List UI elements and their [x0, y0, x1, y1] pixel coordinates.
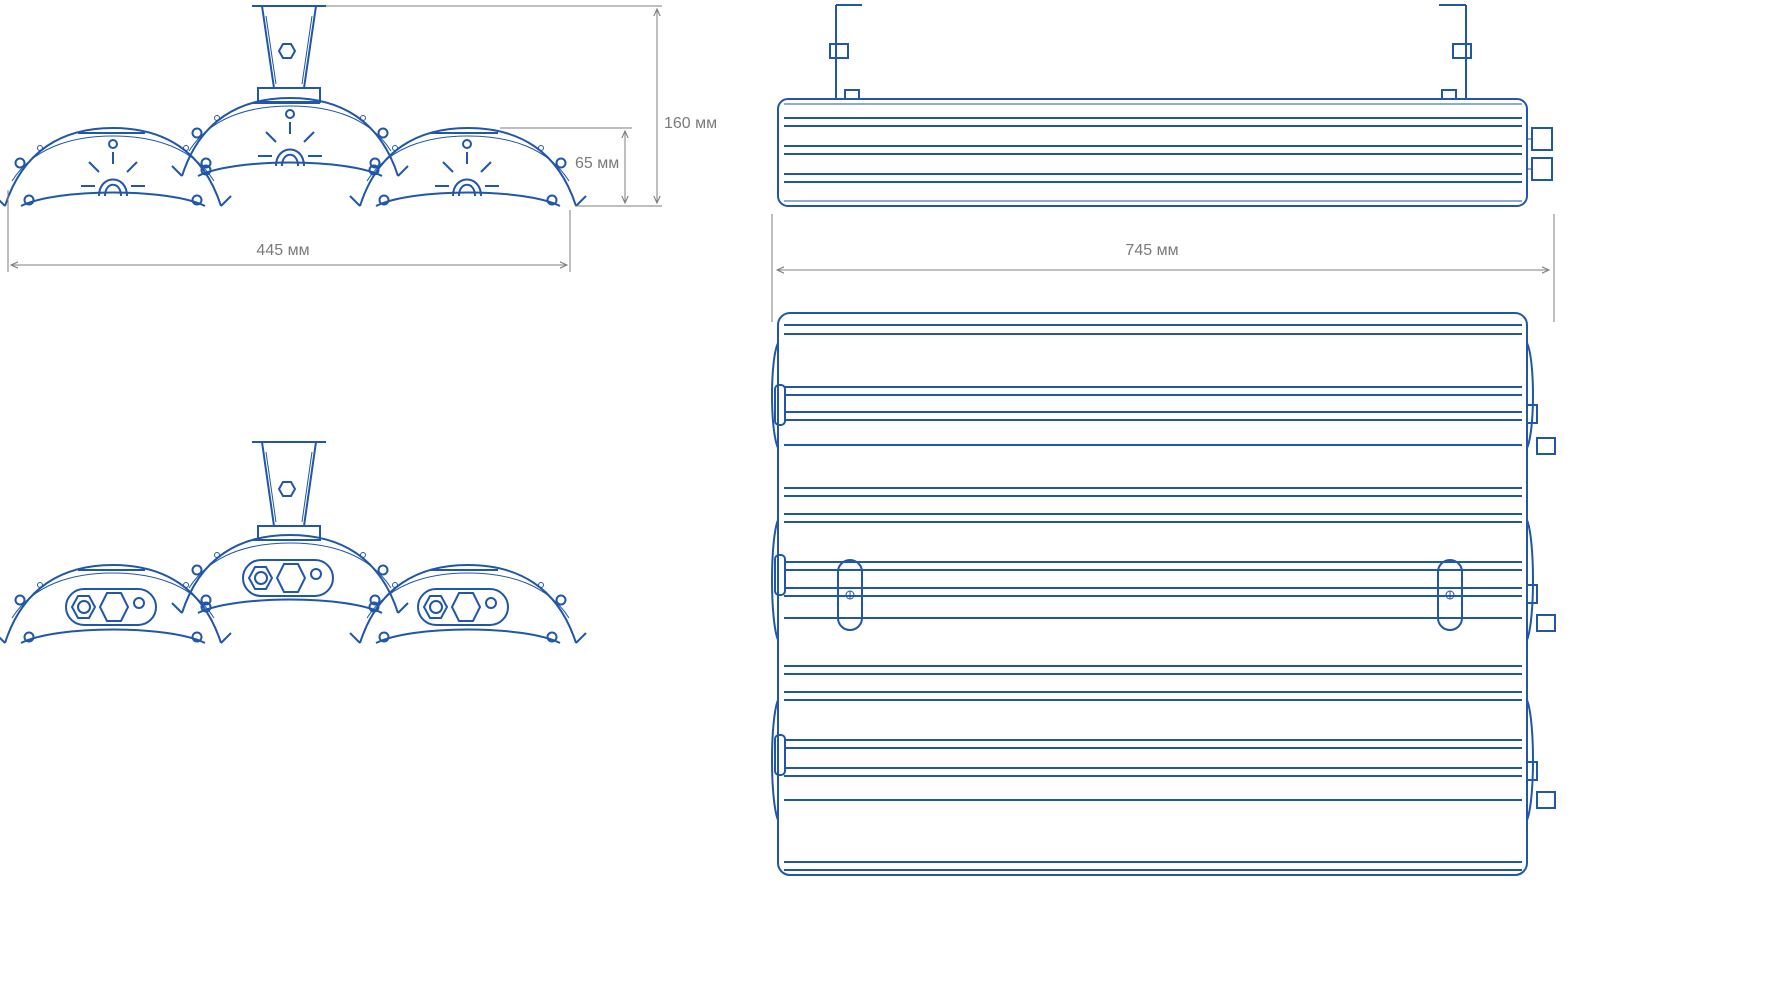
width-right-label: 745 мм: [1125, 242, 1178, 259]
dimension-height-total: 160 мм: [326, 5, 717, 207]
front-view: [777, 4, 1553, 207]
dimension-height-module: 65 мм: [500, 127, 632, 203]
side-view: [0, 5, 587, 207]
height-total-label: 160 мм: [664, 115, 717, 132]
dimension-width-left: 445 мм: [7, 190, 571, 272]
top-view: [771, 312, 1556, 876]
width-left-label: 445 мм: [256, 242, 309, 259]
rear-view: [0, 441, 587, 644]
height-module-label: 65 мм: [575, 155, 619, 172]
dimension-width-right: 745 мм: [771, 214, 1555, 322]
